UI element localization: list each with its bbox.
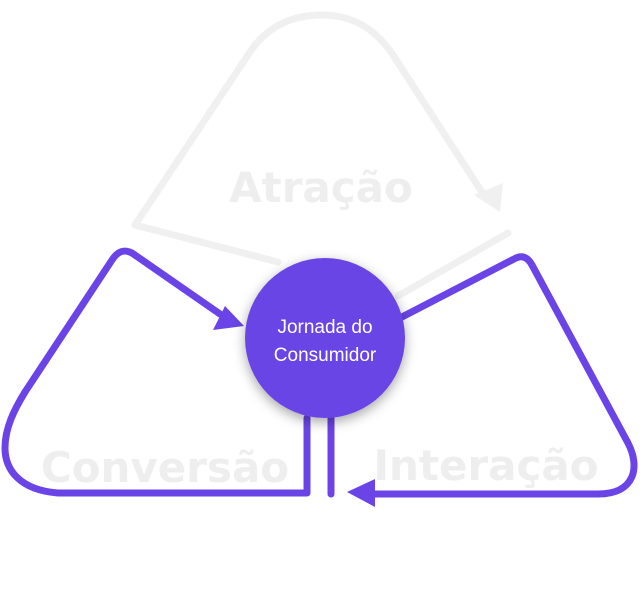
center-hub-circle (245, 258, 405, 418)
center-hub-label-line2: Consumidor (274, 345, 377, 366)
stage-loop-conversao (1, 247, 311, 497)
interacao-arrow-icon (347, 479, 375, 507)
conversao-arrow-icon (213, 306, 244, 330)
stage-loop-atracao (131, 11, 512, 300)
stage-label-conversao: Conversão (41, 443, 289, 492)
interacao-loop-path (368, 253, 638, 498)
stage-label-interacao: Interação (373, 441, 598, 490)
atracao-arrow-icon (474, 183, 503, 212)
stage-loop-interacao (327, 253, 638, 507)
atracao-return-path (394, 229, 512, 300)
conversao-loop-path (1, 247, 311, 497)
stage-label-atracao: Atração (229, 163, 413, 212)
atracao-loop-path (131, 11, 491, 266)
center-hub-label-line1: Jornada do (277, 317, 372, 338)
center-hub: Jornada do Consumidor (245, 258, 405, 418)
